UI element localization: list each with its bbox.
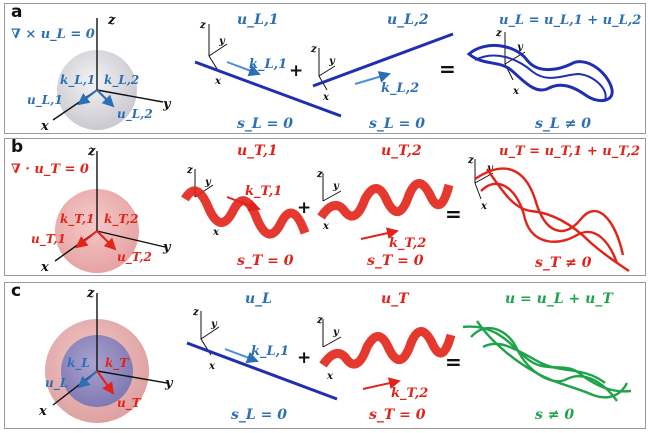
sphere-label-u2: u_L,2 [117, 107, 153, 122]
result-helix [462, 320, 632, 402]
panel-b-figure: ∇ · u_T = 0 z y x k_T,1 k_T,2 u_T,1 u_T,… [11, 143, 640, 275]
sphere-label-u1: u_T,1 [31, 232, 66, 247]
svg-text:y: y [486, 163, 494, 174]
result-title: u_T = u_T,1 + u_T,2 [499, 144, 640, 159]
panel-a-figure: ∇ × u_L = 0 z y x k_L,1 k_L,2 u_L,1 u_L,… [11, 12, 641, 134]
sphere-label-uL: u_L [45, 376, 68, 391]
equals-operator: = [439, 57, 456, 81]
svg-text:x: x [208, 361, 216, 372]
svg-text:z: z [199, 20, 206, 31]
wave1-k-label: k_L,1 [249, 57, 287, 72]
wave2-k-label: k_T,2 [391, 386, 428, 401]
wave2-longitudinal [312, 32, 454, 88]
svg-text:x: x [212, 227, 220, 238]
sphere-label-k2: k_T,2 [104, 212, 138, 227]
sphere-label-kL: k_L [67, 356, 90, 371]
plus-operator: + [297, 198, 311, 218]
panel-a: a ∇ × u_L = 0 z y x k_L,1 k_L,2 u_L,1 u_… [4, 2, 646, 134]
sphere-label-uT: u_T [117, 396, 142, 411]
wave1-k-label: k_L,1 [251, 344, 289, 359]
axis-y-label: y [164, 376, 174, 391]
wave2-k-label: k_T,2 [389, 236, 426, 251]
svg-text:z: z [192, 307, 199, 318]
svg-text:y: y [516, 42, 524, 53]
wave2-spin: s_T = 0 [369, 407, 426, 423]
sphere-label-u1: u_L,1 [27, 93, 63, 108]
svg-text:z: z [316, 315, 323, 326]
wave1-title: u_T,1 [237, 143, 278, 159]
svg-text:y: y [332, 181, 340, 192]
result-spin: s ≠ 0 [535, 407, 574, 423]
wave2-k-label: k_L,2 [381, 81, 419, 96]
wave2-spin: s_T = 0 [367, 253, 424, 269]
axis-z-label: z [107, 13, 116, 28]
result-helix [466, 43, 614, 103]
svg-text:x: x [322, 92, 330, 103]
wave1-spin: s_L = 0 [237, 116, 293, 132]
wave2-transverse [317, 179, 454, 221]
svg-text:y: y [204, 177, 212, 188]
svg-text:z: z [495, 28, 502, 39]
wave1-longitudinal [186, 341, 338, 401]
axis-x-label: x [40, 119, 49, 134]
panel-letter: a [11, 2, 23, 22]
wave2-transverse [319, 327, 456, 369]
svg-text:z: z [186, 165, 193, 176]
svg-text:z: z [310, 44, 317, 55]
result-title: u_L = u_L,1 + u_L,2 [499, 13, 641, 28]
wave2-title: u_T,2 [381, 143, 422, 159]
svg-text:x: x [480, 201, 488, 212]
axis-z-label: z [87, 144, 96, 159]
svg-text:y: y [328, 56, 336, 67]
svg-text:y: y [218, 36, 226, 47]
svg-text:x: x [214, 76, 222, 87]
sphere-label-u2: u_T,2 [117, 250, 152, 265]
panel-b: b ∇ · u_T = 0 z y x k_T,1 k_T,2 u_T,1 u_… [4, 137, 646, 276]
result-title: u = u_L + u_T [505, 291, 614, 307]
wave1-title: u_L [245, 291, 272, 307]
svg-text:x: x [326, 371, 334, 382]
wave2-spin: s_L = 0 [369, 116, 425, 132]
sphere-label-kT: k_T [105, 356, 129, 371]
wave1-title: u_L,1 [237, 12, 279, 28]
plus-operator: + [297, 348, 311, 368]
svg-text:y: y [332, 327, 340, 338]
svg-text:y: y [210, 319, 218, 330]
panel-c-figure: z y x k_L k_T u_L u_T u_L z y x k_L,1 s_… [38, 286, 632, 423]
result-helix [474, 167, 630, 272]
wave1-spin: s_L = 0 [231, 407, 287, 423]
axis-y-label: y [162, 240, 172, 255]
panel-c: c z y x k_L k_T u_L u_T u_L z y [4, 281, 646, 429]
wave2-title: u_L,2 [387, 12, 429, 28]
axis-y-label: y [162, 97, 172, 112]
result-spin: s_T ≠ 0 [535, 255, 592, 271]
svg-text:z: z [467, 155, 474, 166]
result-spin: s_L ≠ 0 [535, 116, 591, 132]
equals-operator: = [445, 350, 462, 374]
svg-text:x: x [512, 86, 520, 97]
condition-label: ∇ × u_L = 0 [11, 27, 95, 42]
equals-operator: = [445, 202, 462, 226]
svg-text:z: z [316, 169, 323, 180]
plus-operator: + [289, 61, 303, 81]
panel-letter: c [11, 281, 22, 301]
sphere-label-k2: k_L,2 [104, 73, 139, 88]
wave1-spin: s_T = 0 [237, 253, 294, 269]
wave1-k-label: k_T,1 [245, 184, 282, 199]
svg-text:x: x [322, 221, 330, 232]
sphere-label-k1: k_T,1 [60, 212, 94, 227]
axis-x-label: x [40, 260, 49, 275]
wave1-transverse [181, 186, 310, 239]
wave1-longitudinal [194, 60, 342, 118]
wave2-title: u_T [381, 291, 410, 307]
condition-label: ∇ · u_T = 0 [11, 162, 89, 177]
axis-x-label: x [38, 404, 47, 419]
sphere-label-k1: k_L,1 [60, 73, 95, 88]
axis-z-label: z [86, 286, 95, 301]
panel-letter: b [11, 137, 24, 157]
